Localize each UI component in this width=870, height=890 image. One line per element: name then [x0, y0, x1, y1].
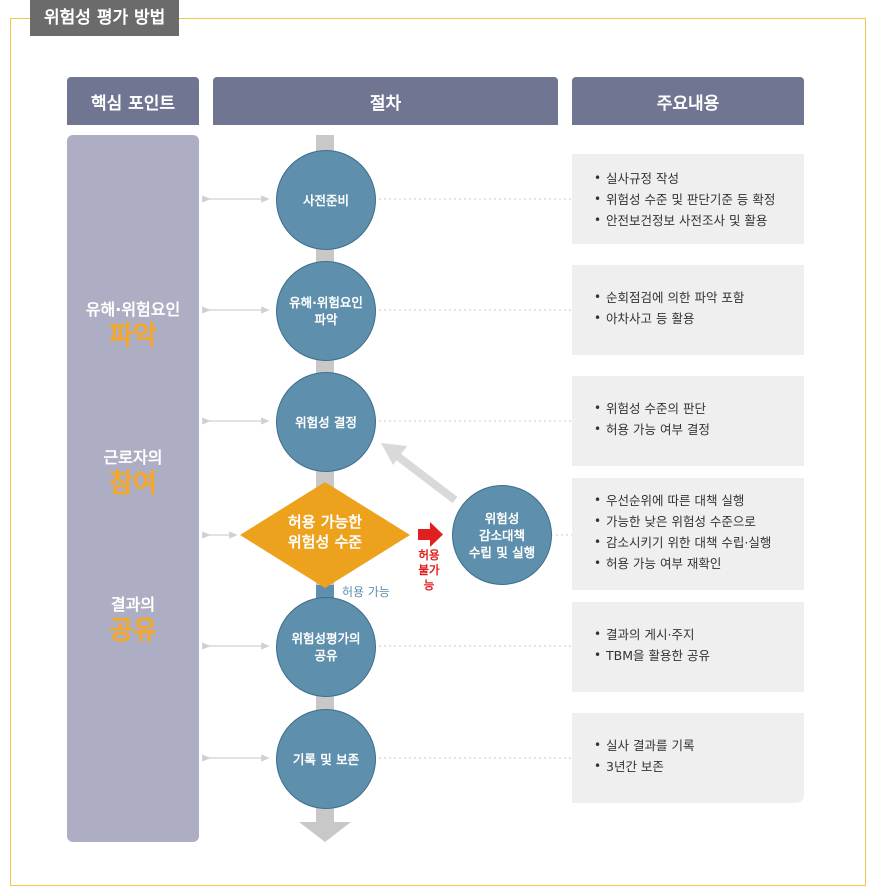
content-item: 3년간 보존: [594, 756, 790, 777]
content-box-determine: 위험성 수준의 판단 허용 가능 여부 결정: [572, 376, 804, 466]
header-procedure: 절차: [213, 77, 558, 125]
content-box-prepare: 실사규정 작성 위험성 수준 및 판단기준 등 확정 안전보건정보 사전조사 및…: [572, 154, 804, 244]
decision-label: 허용 가능한 위험성 수준: [240, 512, 410, 552]
decision-label-line1: 허용 가능한: [287, 513, 363, 531]
step-circle-prepare-line1: 사전준비: [302, 192, 349, 208]
key-point-identify-small: 유해·위험요인: [85, 300, 181, 319]
content-item: 결과의 게시·주지: [594, 624, 790, 645]
not-acceptable-line1: 허용: [418, 548, 440, 562]
content-box-record: 실사 결과를 기록 3년간 보존: [572, 713, 804, 803]
content-box-decision: 우선순위에 따른 대책 실행 가능한 낮은 위험성 수준으로 감소시키기 위한 …: [572, 478, 804, 590]
key-point-sharing: 결과의 공유: [67, 594, 199, 646]
step-circle-prepare: 사전준비: [276, 150, 376, 250]
content-box-share: 결과의 게시·주지 TBM을 활용한 공유: [572, 602, 804, 692]
content-item: 실사 결과를 기록: [594, 735, 790, 756]
not-acceptable-label: 허용 불가능: [416, 548, 442, 593]
step-circle-record-line1: 기록 및 보존: [292, 751, 360, 767]
content-item: 위험성 수준의 판단: [594, 398, 790, 419]
reduction-line2: 감소대책: [478, 527, 525, 543]
content-item: 안전보건정보 사전조사 및 활용: [594, 210, 790, 231]
key-point-participation: 근로자의 참여: [67, 447, 199, 499]
acceptable-label: 허용 가능: [342, 585, 390, 599]
reduction-line1: 위험성: [484, 510, 520, 526]
content-item: 허용 가능 여부 결정: [594, 419, 790, 440]
step-circle-determine-line1: 위험성 결정: [295, 414, 357, 430]
content-item-continued: 감소시키기 위한 대책 수립·실행: [594, 532, 790, 553]
key-point-sharing-big: 공유: [109, 616, 157, 646]
step-circle-share-line2: 공유: [314, 648, 338, 663]
header-key-points: 핵심 포인트: [67, 77, 199, 125]
content-item: 위험성 수준 및 판단기준 등 확정: [594, 189, 790, 210]
step-circle-record: 기록 및 보존: [276, 709, 376, 809]
content-item: 우선순위에 따른 대책 실행: [594, 490, 790, 511]
step-circle-identify-line1: 유해·위험요인: [289, 295, 363, 310]
key-point-participation-small: 근로자의: [103, 448, 163, 467]
content-item: 허용 가능 여부 재확인: [594, 553, 790, 574]
flow-arrow-down: [299, 822, 351, 842]
step-circle-identify-line2: 파악: [314, 312, 338, 327]
key-point-identify-big: 파악: [109, 321, 157, 351]
content-box-identify: 순회점검에 의한 파악 포함 아차사고 등 활용: [572, 265, 804, 355]
content-item: 실사규정 작성: [594, 168, 790, 189]
not-acceptable-arrow: [418, 522, 443, 547]
header-main-content: 주요내용: [572, 77, 804, 125]
key-points-column: 유해·위험요인 파악 근로자의 참여 결과의 공유: [67, 135, 199, 842]
reduction-line3: 수립 및 실행: [468, 544, 536, 560]
key-point-sharing-small: 결과의: [110, 595, 156, 614]
content-item: 아차사고 등 활용: [594, 308, 790, 329]
content-item: 가능한 낮은 위험성 수준으로: [594, 511, 790, 532]
content-item-text: 감소시키기 위한 대책 수립·실행: [606, 535, 772, 550]
content-item: TBM을 활용한 공유: [594, 645, 790, 666]
not-acceptable-line2: 불가능: [418, 563, 440, 592]
decision-label-line2: 위험성 수준: [287, 533, 363, 551]
outer-frame: [10, 18, 866, 886]
return-arrow: [381, 443, 458, 504]
step-circle-share-line1: 위험성평가의: [291, 631, 361, 646]
key-point-identify: 유해·위험요인 파악: [67, 299, 199, 351]
step-circle-determine: 위험성 결정: [276, 372, 376, 472]
page-title: 위험성 평가 방법: [30, 0, 180, 36]
key-point-participation-big: 참여: [109, 469, 157, 499]
content-item: 순회점검에 의한 파악 포함: [594, 287, 790, 308]
decision-diamond: [240, 482, 410, 588]
